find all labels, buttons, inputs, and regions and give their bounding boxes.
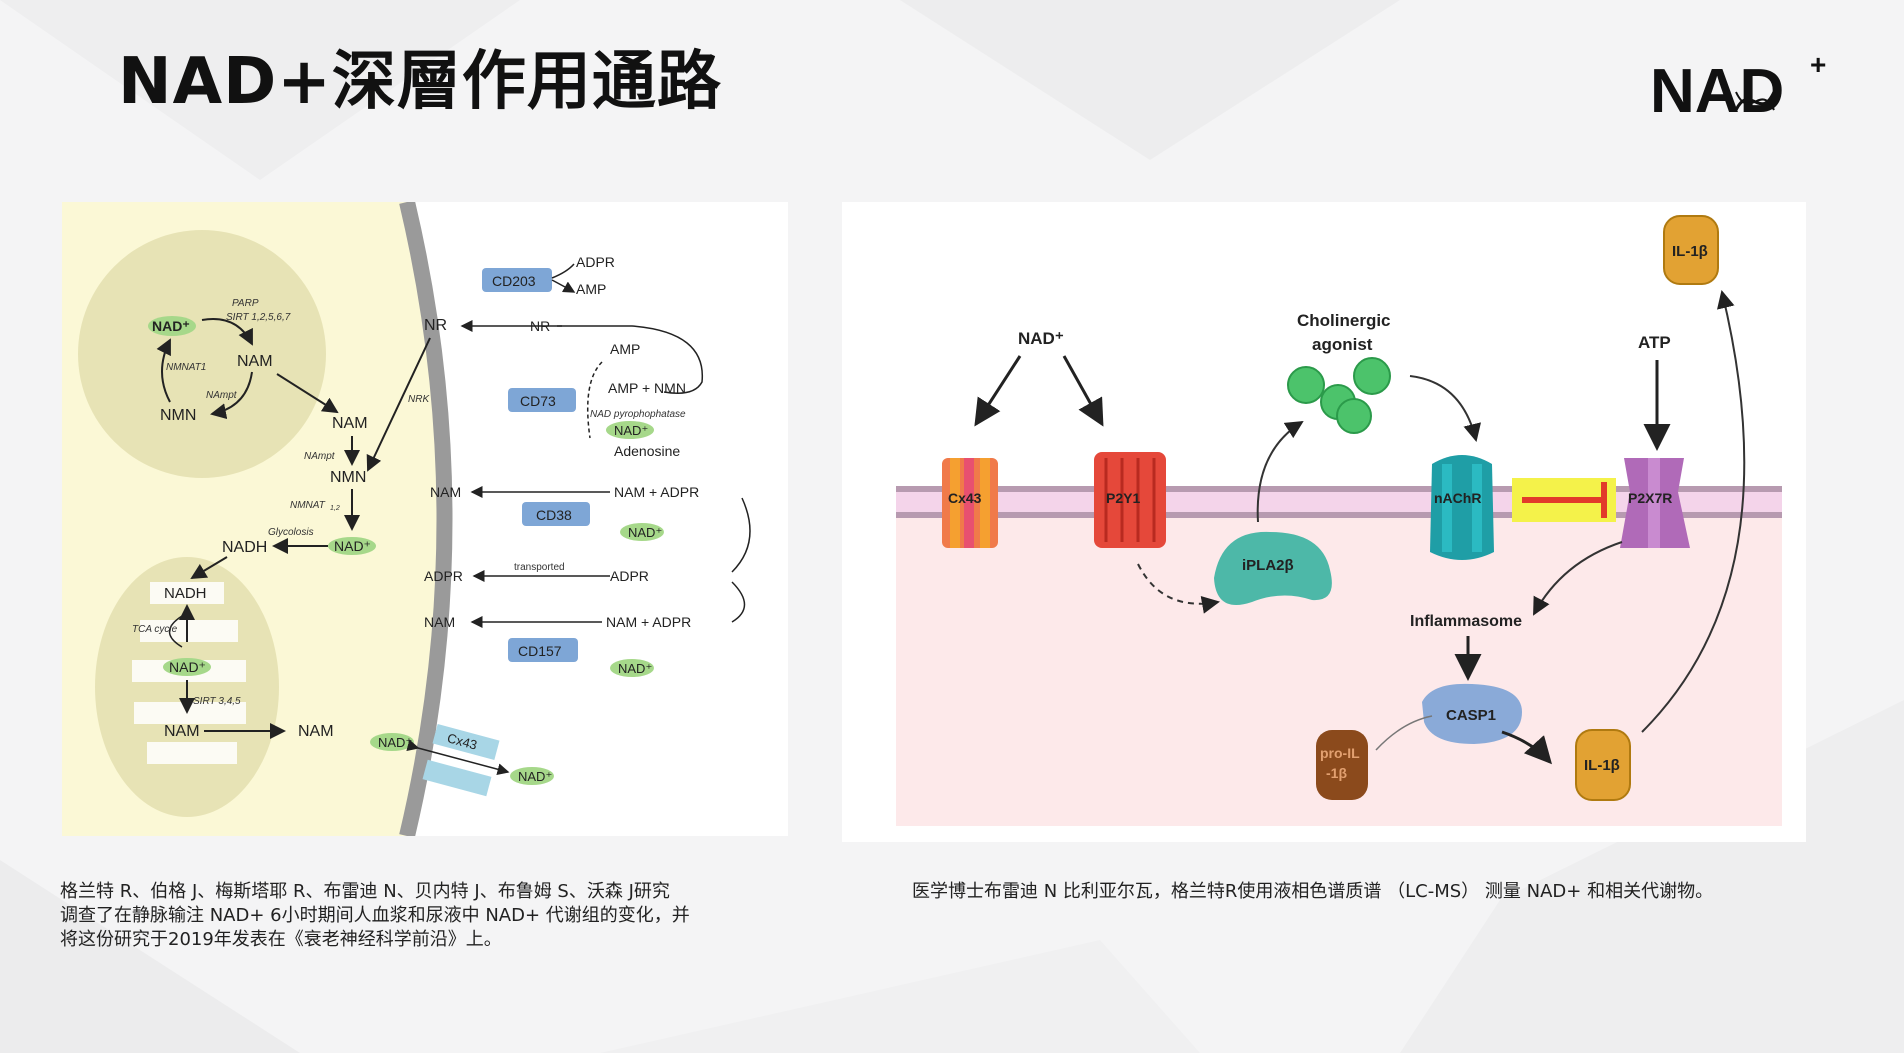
- mito-nad: NAD⁺: [152, 318, 190, 334]
- enz-cd38: CD38: [536, 507, 572, 523]
- cyto-nmn: NMN: [330, 469, 366, 486]
- il1b-top-box: [1663, 215, 1719, 285]
- enz-adpr-right: ADPR: [610, 568, 649, 584]
- rd-il1b: IL-1β: [1584, 757, 1620, 774]
- mito-nmnat1: NMNAT1: [166, 362, 206, 373]
- rd-ipla2b: iPLA2β: [1242, 557, 1294, 574]
- rd-cx43: Cx43: [948, 490, 982, 506]
- cd73-box: [508, 388, 576, 412]
- cyto-nmnat-sub: 1,2: [330, 505, 340, 512]
- mito2-sirt: SIRT 3,4,5: [193, 696, 241, 707]
- mito2-nam-out: NAM: [298, 723, 334, 740]
- mito-parp: PARP: [232, 298, 259, 309]
- nachr-receptor: [1430, 455, 1494, 560]
- enz-nad-out: NAD⁺: [518, 769, 552, 784]
- enz-nad-in: NAD⁺: [378, 735, 412, 750]
- rd-atp: ATP: [1638, 333, 1671, 352]
- mito-nam: NAM: [237, 353, 273, 370]
- mito2-nad: NAD⁺: [169, 659, 206, 675]
- left-caption-line-3: 将这份研究于2019年发表在《衰老神经科学前沿》上。: [60, 929, 502, 950]
- inflammasome-pathway-diagram: NAD⁺ Cholinergic agonist ATP IL-1β Cx43 …: [842, 202, 1806, 842]
- cyto-nmnat: NMNAT: [290, 500, 326, 511]
- enz-nad-cd38: NAD⁺: [628, 525, 662, 540]
- enz-amp: AMP: [576, 281, 606, 297]
- enz-transported: transported: [514, 562, 565, 573]
- rd-cholinergic1: Cholinergic: [1297, 311, 1391, 330]
- enz-cd157: CD157: [518, 643, 562, 659]
- cyto-nad: NAD⁺: [334, 538, 371, 554]
- logo-text: NAD: [1650, 57, 1784, 122]
- p2x7r-receptor: [1620, 458, 1690, 548]
- cx43-channel: [942, 458, 998, 548]
- proil1b-box: [1316, 730, 1368, 800]
- enz-nad-cd73: NAD⁺: [614, 423, 648, 438]
- enz-cd203: CD203: [492, 273, 536, 289]
- cd157-box: [508, 638, 578, 662]
- nucleus-circle: [78, 230, 326, 478]
- logo-superscript: +: [1810, 52, 1826, 80]
- cyto-nam: NAM: [332, 415, 368, 432]
- enz-nam-left2: NAM: [424, 614, 455, 630]
- nad-metabolism-diagram: NAD⁺ PARP SIRT 1,2,5,6,7 NAM NMNAT1 NAmp…: [62, 200, 788, 838]
- metabolism-svg: NAD⁺ PARP SIRT 1,2,5,6,7 NAM NMNAT1 NAmp…: [62, 200, 751, 838]
- rd-proil2: -1β: [1326, 765, 1347, 781]
- enz-nam-adpr: NAM + ADPR: [614, 484, 699, 500]
- mito-nampt: NAmpt: [206, 390, 238, 401]
- mito2-tca: TCA cycle: [132, 624, 178, 635]
- left-caption: 格兰特 R、伯格 J、梅斯塔耶 R、布雷迪 N、贝内特 J、布鲁姆 S、沃森 J…: [60, 880, 780, 952]
- agonist-molecules: [1287, 357, 1391, 434]
- mito2-nam: NAM: [164, 723, 200, 740]
- rd-nachr: nAChR: [1434, 490, 1481, 506]
- enz-adenosine: Adenosine: [614, 443, 680, 459]
- mito-sirt: SIRT 1,2,5,6,7: [226, 312, 291, 323]
- p2y1-receptor: [1094, 452, 1166, 548]
- rd-nad: NAD⁺: [1018, 329, 1064, 348]
- cyto-nrk: NRK: [408, 394, 430, 405]
- rd-p2y1: P2Y1: [1106, 490, 1140, 506]
- cd203-box: [482, 268, 552, 292]
- enz-amp2: AMP: [610, 341, 640, 357]
- enz-nr-out: NR: [530, 318, 550, 334]
- enz-cd73: CD73: [520, 393, 556, 409]
- ipla2b-enzyme: [1214, 531, 1332, 605]
- enz-nad-cd157: NAD⁺: [618, 661, 652, 676]
- il1b-box: [1575, 729, 1631, 801]
- enz-nad-pyro: NAD pyrophophatase: [590, 409, 686, 420]
- enz-adpr: ADPR: [576, 254, 615, 270]
- left-caption-line-1: 格兰特 R、伯格 J、梅斯塔耶 R、布雷迪 N、贝内特 J、布鲁姆 S、沃森 J…: [60, 881, 670, 902]
- rd-inflammasome: Inflammasome: [1410, 613, 1522, 630]
- cd38-box: [522, 502, 590, 526]
- mito2-nadh: NADH: [164, 585, 207, 602]
- casp1-enzyme: [1422, 683, 1522, 744]
- cyto-glycolosis: Glycolosis: [268, 527, 314, 538]
- mito-nmn: NMN: [160, 407, 196, 424]
- rd-il1b-top: IL-1β: [1672, 243, 1708, 260]
- page-title: NAD+深層作用通路: [118, 45, 722, 119]
- enz-nam-left: NAM: [430, 484, 461, 500]
- cyto-nr: NR: [424, 317, 447, 334]
- enz-nam-adpr2: NAM + ADPR: [606, 614, 691, 630]
- pathway-svg: NAD⁺ Cholinergic agonist ATP IL-1β Cx43 …: [896, 215, 1782, 826]
- rd-p2x7r: P2X7R: [1628, 490, 1672, 506]
- rd-casp1: CASP1: [1446, 707, 1496, 724]
- cyto-nampt: NAmpt: [304, 451, 336, 462]
- rd-proil1: pro-IL: [1320, 745, 1360, 761]
- cyto-nadh: NADH: [222, 539, 267, 556]
- enz-amp-nmn: AMP + NMN: [608, 380, 686, 396]
- nad-logo: NAD +: [1650, 52, 1826, 122]
- rd-cholinergic2: agonist: [1312, 335, 1373, 354]
- right-caption: 医学博士布雷迪 N 比利亚尔瓦，格兰特R使用液相色谱质谱 （LC-MS） 测量 …: [912, 881, 1714, 902]
- enz-adpr-left: ADPR: [424, 568, 463, 584]
- left-caption-line-2: 调查了在静脉输注 NAD+ 6小时期间人血浆和尿液中 NAD+ 代谢组的变化，并: [60, 905, 690, 926]
